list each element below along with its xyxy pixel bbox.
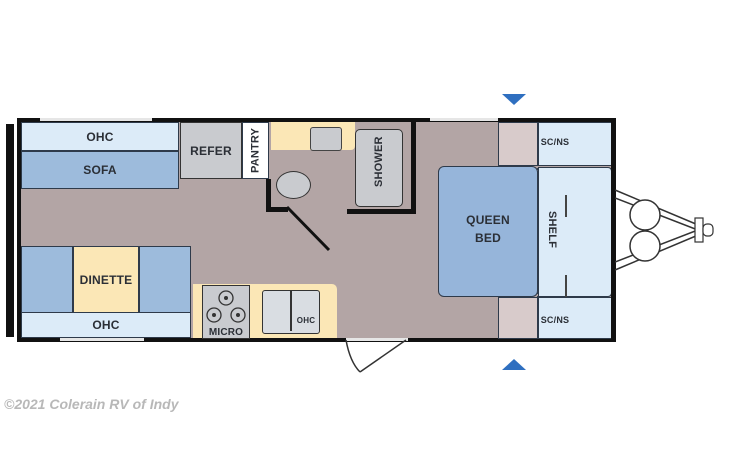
ohc-dinette — [21, 312, 191, 338]
shelf-line-top — [565, 195, 567, 217]
queen-bed — [438, 166, 538, 297]
shelf-line-bottom — [565, 275, 567, 297]
scns-top-label: SC/NS — [540, 137, 570, 147]
ohc-rear-left-label: OHC — [86, 129, 114, 144]
scns-bottom-label: SC/NS — [540, 315, 570, 325]
stove-burner-icon — [206, 290, 246, 323]
pantry-label: PANTRY — [249, 127, 262, 174]
front-wall — [611, 118, 616, 342]
window-top-left — [40, 118, 152, 121]
dinette-seat-front — [139, 246, 191, 314]
window-bottom-left — [60, 338, 144, 341]
slide-marker-top-icon — [502, 94, 526, 105]
ohc-dinette-label: OHC — [92, 318, 120, 332]
bath-wall-bottom-left — [266, 207, 288, 212]
dinette-seat-rear — [21, 246, 73, 314]
propane-tank-icon — [629, 199, 661, 231]
dinette-label: DINETTE — [79, 273, 133, 287]
dinette-table — [73, 246, 139, 314]
stove — [202, 285, 250, 339]
ohc-rear-left — [21, 122, 179, 151]
shower-wall-right — [411, 122, 416, 214]
ohc-kitchen-label: OHC — [296, 315, 316, 325]
bath-wall-bottom-right — [347, 209, 415, 214]
shower-label: SHOWER — [373, 136, 385, 188]
rear-bumper — [6, 124, 14, 337]
wardrobe-top — [498, 122, 538, 166]
queen-bed-label-line2: BED — [475, 231, 501, 245]
shower — [355, 129, 403, 207]
slide-marker-bottom-icon — [502, 359, 526, 370]
pantry — [242, 122, 269, 179]
wardrobe-bottom — [498, 297, 538, 339]
hitch-icon — [615, 189, 714, 271]
shelf-label: SHELF — [546, 211, 558, 249]
sink-icon — [310, 127, 342, 151]
sofa — [21, 151, 179, 189]
window-top-right — [430, 118, 498, 121]
refrigerator — [180, 122, 242, 179]
entry-door-icon — [345, 338, 408, 373]
kitchen-sink-divider — [290, 291, 292, 331]
bed-fold-line — [537, 124, 539, 338]
sofa-label: SOFA — [83, 163, 117, 177]
queen-bed-label-line1: QUEEN — [466, 213, 510, 227]
refrigerator-label: REFER — [190, 143, 232, 158]
copyright-watermark: ©2021 Colerain RV of Indy — [4, 396, 179, 412]
toilet-icon — [276, 171, 311, 199]
bath-door-icon — [285, 205, 331, 252]
micro-label: MICRO — [208, 326, 244, 338]
bath-wall-left — [266, 179, 271, 211]
